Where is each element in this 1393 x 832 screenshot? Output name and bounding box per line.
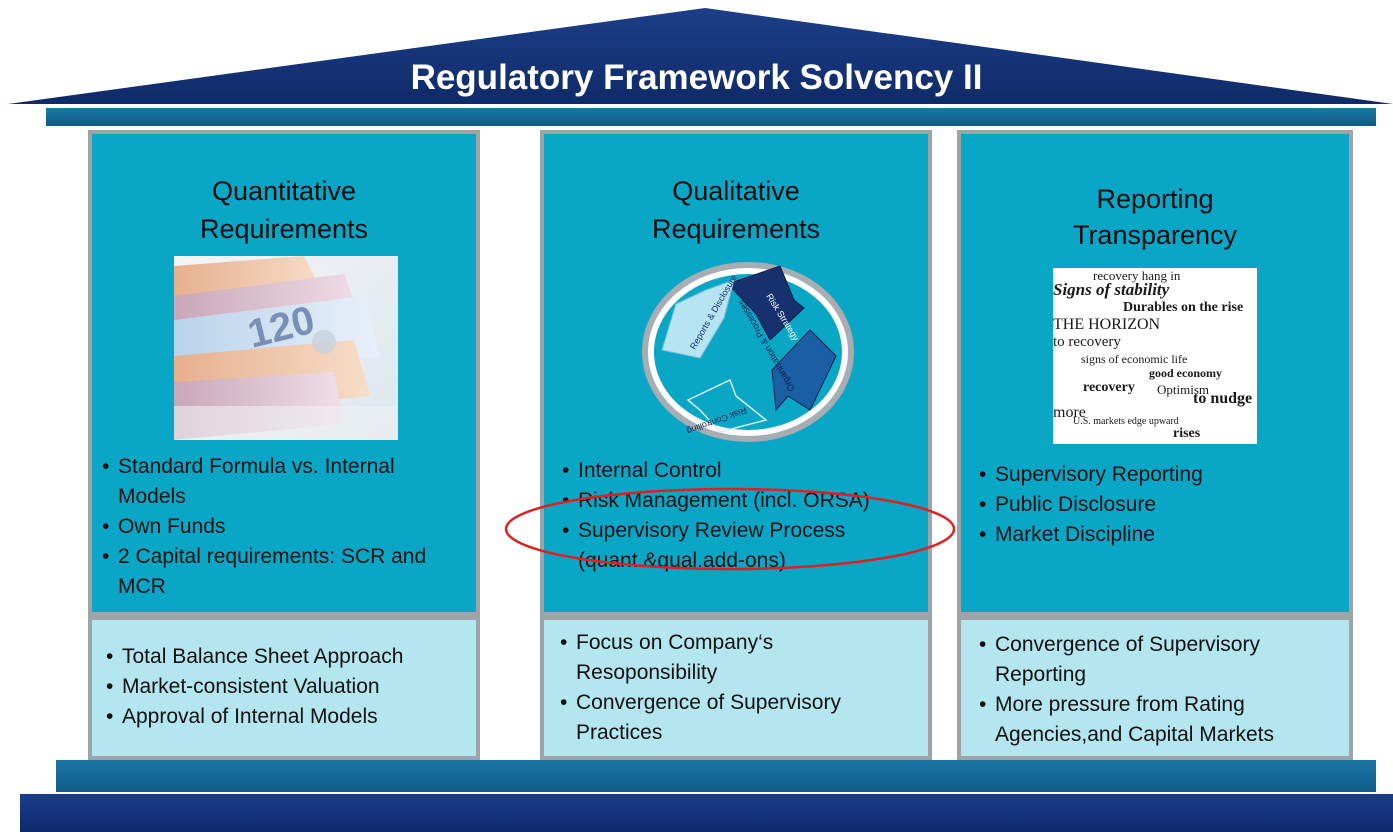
foundation-floor [20,794,1393,832]
reporting-bullets: Supervisory Reporting Public Disclosure … [979,460,1339,550]
roof-beam [46,108,1376,126]
newspaper-headlines-icon: recovery hang in Signs of stability Dura… [1053,268,1257,444]
highlight-ellipse [504,487,956,571]
list-item: Focus on Company‘s Resoponsibility [560,628,920,688]
pillar-base-qualitative: Focus on Company‘s Resoponsibility Conve… [540,616,932,760]
pillar-title-line2: Requirements [651,214,821,244]
pillar-reporting: Reporting Transparency recovery hang in … [957,130,1353,616]
list-item: Market-consistent Valuation [106,672,476,702]
list-item: Convergence of Supervisory Practices [560,688,920,748]
framework-title: Regulatory Framework Solvency II [410,58,983,97]
list-item: More pressure from Rating Agencies,and C… [979,690,1339,750]
pillar-title-line2: Requirements [199,214,369,244]
list-item: Supervisory Reporting [979,460,1339,490]
pillar-quantitative: Quantitative Requirements [88,130,480,616]
list-item: Public Disclosure [979,490,1339,520]
list-item: Total Balance Sheet Approach [106,642,476,672]
qualitative-base-bullets: Focus on Company‘s Resoponsibility Conve… [560,628,920,748]
roof [8,8,1393,104]
list-item: Own Funds [102,512,462,542]
qualitative-bullets: Internal Control Risk Management (incl. … [562,456,922,576]
list-item: 2 Capital requirements: SCR and MCR [102,542,462,602]
pillar-qualitative: Qualitative Requirements Risk Strategy O… [540,130,932,616]
risk-cycle-diagram: Risk Strategy Organisation & Processes R… [642,262,854,442]
quantitative-bullets: Standard Formula vs. Internal Models Own… [102,452,462,602]
foundation-beam [56,760,1376,792]
pillar-base-reporting: Convergence of Supervisory Reporting Mor… [957,616,1353,760]
reporting-base-bullets: Convergence of Supervisory Reporting Mor… [979,630,1339,750]
list-item: Standard Formula vs. Internal Models [102,452,462,512]
list-item: Risk Management (incl. ORSA) [562,486,922,516]
pillar-title-line1: Reporting [1096,184,1214,214]
pillar-title-line1: Quantitative [211,176,357,206]
list-item: Supervisory Review Process (quant.&qual.… [562,516,922,576]
list-item: Convergence of Supervisory Reporting [979,630,1339,690]
list-item: Internal Control [562,456,922,486]
pillar-title-line1: Qualitative [672,176,800,206]
list-item: Market Discipline [979,520,1339,550]
euro-banknotes-icon: 120 [174,256,398,440]
list-item: Approval of Internal Models [106,702,476,732]
quantitative-base-bullets: Total Balance Sheet Approach Market-cons… [106,642,476,732]
pillar-base-quantitative: Total Balance Sheet Approach Market-cons… [88,616,480,760]
pillar-title-line2: Transparency [1072,220,1238,250]
